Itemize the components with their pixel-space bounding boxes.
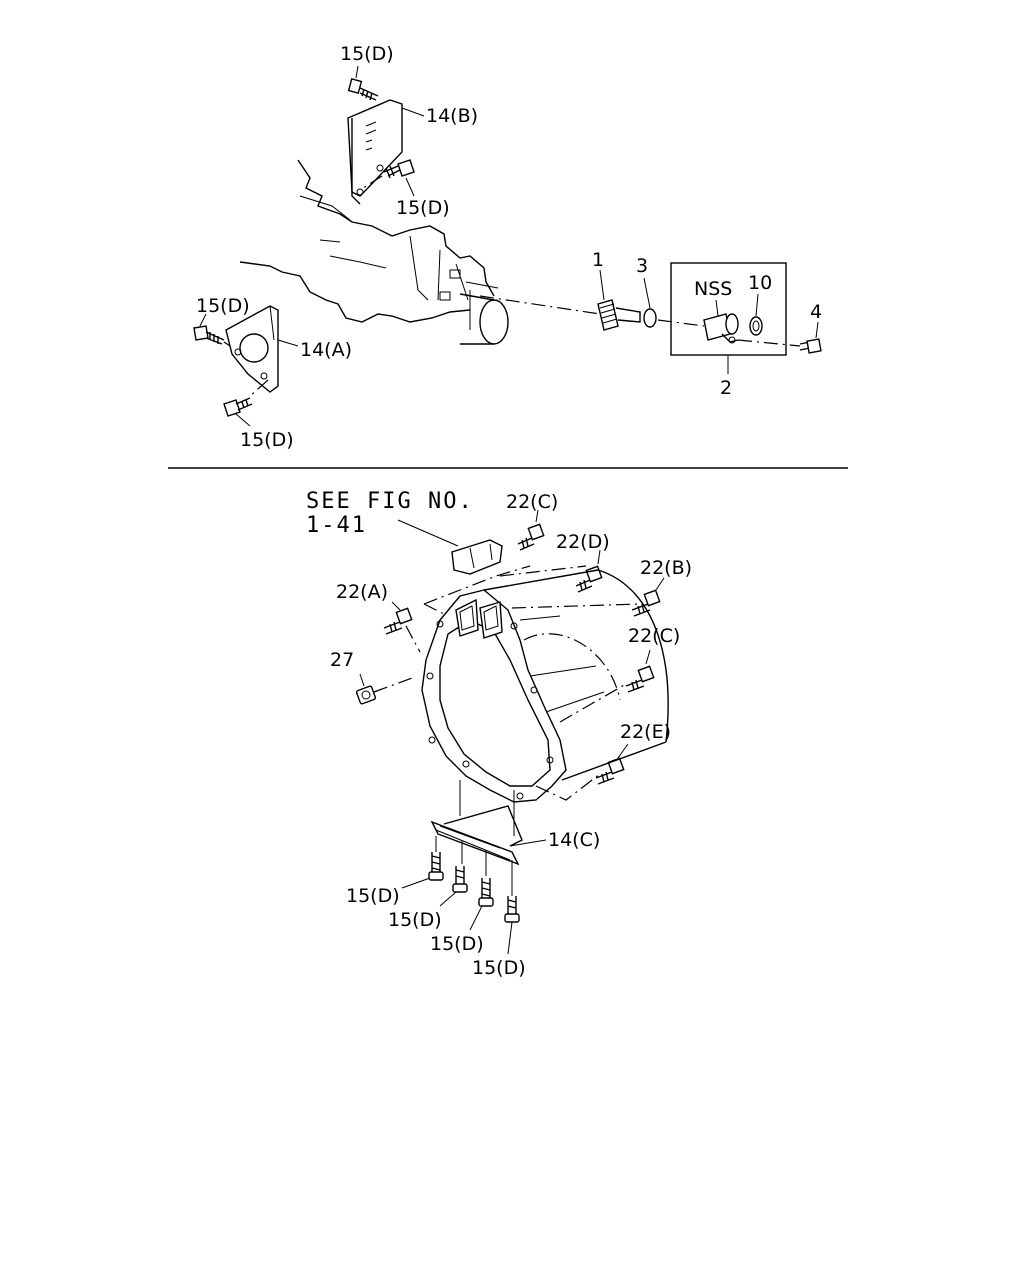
label-part-1: 1 — [592, 249, 604, 271]
bolt-15d-3: 15(D) — [430, 878, 494, 955]
label-bolt-22c-right: 22(C) — [628, 625, 680, 647]
label-nut-27: 27 — [330, 649, 354, 671]
seal-part-10 — [749, 316, 763, 336]
bolt-22c-top: 22(C) — [506, 491, 558, 551]
bracket-14a: 14(A) — [225, 305, 352, 397]
label-bolt-15d-4: 15(D) — [472, 957, 526, 979]
bolt-15d-2: 15(D) — [388, 866, 468, 931]
label-bracket-14b: 14(B) — [426, 105, 478, 127]
label-bolt-15d-left: 15(D) — [196, 295, 250, 317]
o-ring-part-3: 3 — [636, 255, 705, 328]
bolt-22d: 22(D) — [556, 531, 610, 593]
transmission-housing — [239, 159, 509, 345]
nss-sensor-box: NSS 10 — [670, 262, 801, 356]
label-bolt-22e: 22(E) — [620, 721, 671, 743]
bolt-15d-bracket-a: 15(D) — [223, 397, 294, 451]
top-assembly: 15(D) 14(B) 15(D) 15(D) — [193, 43, 822, 451]
label-part-4: 4 — [810, 301, 822, 323]
label-bolt-15d-top: 15(D) — [340, 43, 394, 65]
see-fig-number: 1-41 — [306, 513, 367, 538]
clutch-housing — [405, 565, 669, 803]
label-bolt-22a: 22(A) — [336, 581, 388, 603]
label-part-10: 10 — [748, 272, 772, 294]
clip-reference — [451, 539, 503, 575]
label-part-2: 2 — [720, 377, 732, 399]
nut-27: 27 — [330, 649, 413, 705]
label-bolt-15d-bracket-a: 15(D) — [240, 429, 294, 451]
label-nss: NSS — [694, 278, 732, 300]
label-bracket-14a: 14(A) — [300, 339, 352, 361]
driven-gear-part-1: 1 — [592, 249, 641, 331]
bolt-22a: 22(A) — [336, 581, 413, 635]
label-part-3: 3 — [636, 255, 648, 277]
label-bolt-15d-1: 15(D) — [346, 885, 400, 907]
bolt-22c-right: 22(C) — [625, 625, 680, 693]
label-bolt-15d-bracket-b: 15(D) — [396, 197, 450, 219]
label-bolt-15d-2: 15(D) — [388, 909, 442, 931]
label-bolt-22d: 22(D) — [556, 531, 610, 553]
bolt-part-4: 4 — [799, 301, 822, 354]
label-bolt-15d-3: 15(D) — [430, 933, 484, 955]
label-bolt-22c-top: 22(C) — [506, 491, 558, 513]
label-bracket-14c: 14(C) — [548, 829, 600, 851]
bolt-22b: 22(B) — [631, 557, 692, 617]
nss-sensor — [703, 313, 739, 344]
bolt-15d-4: 15(D) — [472, 896, 526, 979]
bolt-15d-bracket-b: 15(D) — [383, 159, 450, 219]
bolt-15d-top: 15(D) — [340, 43, 394, 101]
bracket-14c: 14(C) — [430, 780, 600, 896]
bolt-22e: 22(E) — [595, 721, 671, 785]
bracket-14b: 14(B) — [347, 99, 478, 205]
bolt-15d-left: 15(D) — [193, 295, 250, 351]
label-bolt-22b: 22(B) — [640, 557, 692, 579]
bolt-15d-1: 15(D) — [346, 852, 444, 907]
bottom-assembly: SEE FIG NO. 1-41 22(C) 22(D) 22(B) — [306, 489, 692, 979]
see-fig-note: SEE FIG NO. — [306, 489, 474, 514]
